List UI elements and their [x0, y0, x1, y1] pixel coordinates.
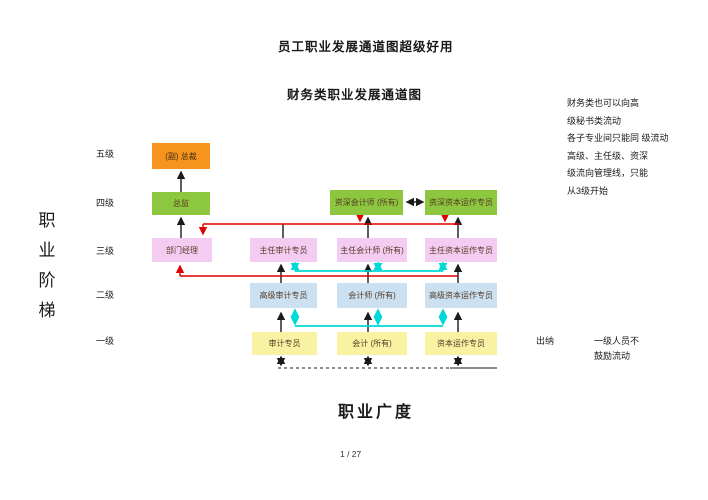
- level-label-2: 二级: [96, 290, 115, 300]
- career-breadth-axis-label: 职业广度: [338, 404, 415, 421]
- diagram-subtitle: 财务类职业发展通道图: [287, 88, 423, 102]
- box-expert-accountant: 资深会计师 (所有): [330, 190, 403, 215]
- level1-note-line: 一级人员不: [594, 336, 640, 346]
- box-chief-capital-specialist: 主任资本运作专员: [425, 238, 497, 262]
- page-number: 1 / 27: [340, 449, 362, 459]
- box-senior-capital-specialist: 高级资本运作专员: [425, 283, 497, 308]
- cashier-label: 出纳: [536, 336, 555, 346]
- box-accounting: 会计 (所有): [337, 332, 407, 355]
- box-vice-president: (副) 总裁: [152, 143, 210, 169]
- box-accountant: 会计师 (所有): [337, 283, 407, 308]
- level-label-5: 五级: [96, 149, 115, 159]
- side-note-line: 级秘书类流动: [567, 115, 622, 126]
- box-chief-accountant: 主任会计师 (所有): [337, 238, 407, 262]
- side-note-block: 财务类也可以向高 级秘书类流动 各子专业间只能同 级流动 高级、主任级、资深 级…: [567, 95, 669, 200]
- side-note-line: 从3级开始: [567, 185, 609, 196]
- box-capital-specialist: 资本运作专员: [425, 332, 497, 355]
- side-note-line: 财务类也可以向高: [567, 98, 640, 108]
- level1-note: 一级人员不 鼓励流动: [594, 334, 639, 364]
- level-label-3: 三级: [96, 246, 115, 256]
- box-senior-auditor: 高级审计专员: [250, 283, 317, 308]
- box-expert-capital-specialist: 资深资本运作专员: [425, 190, 497, 215]
- level-label-4: 四级: [96, 198, 115, 208]
- box-auditor: 审计专员: [252, 332, 317, 355]
- promotion-arrows: [176, 170, 463, 367]
- side-note-line: 高级、主任级、资深: [567, 150, 649, 161]
- page-title: 员工职业发展通道图超级好用: [278, 40, 454, 54]
- box-director: 总监: [152, 192, 210, 215]
- box-department-manager: 部门经理: [152, 238, 212, 262]
- management-flow-lines: [175, 214, 460, 277]
- box-chief-auditor: 主任审计专员: [250, 238, 317, 262]
- side-note-line: 级流向管理线，只能: [567, 168, 649, 178]
- level1-note-line: 鼓励流动: [594, 351, 631, 361]
- level-label-1: 一级: [96, 336, 115, 346]
- lateral-move-arrows: [290, 261, 448, 327]
- career-ladder-axis-label: 职业阶梯: [38, 211, 56, 320]
- side-note-line: 各子专业间只能同 级流动: [567, 133, 669, 143]
